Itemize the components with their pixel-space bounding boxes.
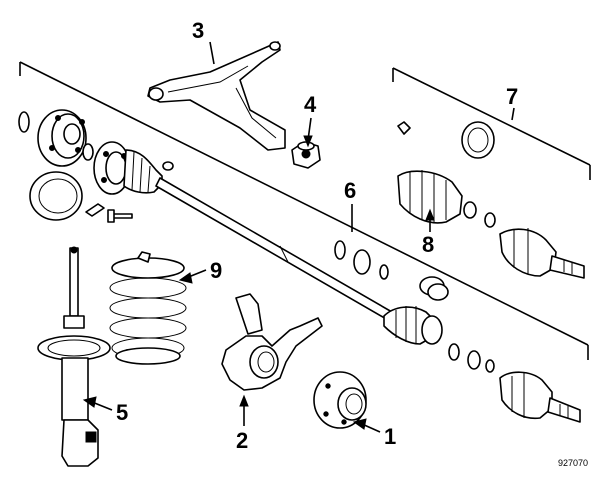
inner-cv-joint-left — [93, 141, 131, 195]
leader-lines — [82, 41, 515, 433]
outer-cv-joint-shaft-end — [383, 306, 443, 345]
callout-8: 8 — [422, 232, 434, 257]
lower-control-arm — [147, 41, 286, 151]
retaining-clip — [85, 203, 105, 217]
bolt — [107, 209, 133, 223]
callout-7: 7 — [506, 84, 518, 109]
callout-6: 6 — [344, 178, 356, 203]
cv-boot-kit — [397, 170, 463, 224]
snap-rings-lower — [448, 343, 495, 373]
axle-rings — [334, 240, 389, 280]
cv-kit-rings — [463, 201, 496, 228]
dust-seal-ring — [29, 171, 83, 221]
drive-axle-shaft — [155, 177, 393, 321]
callout-2: 2 — [236, 428, 248, 453]
callout-1: 1 — [384, 424, 396, 449]
catalog-number: 927070 — [558, 458, 588, 468]
cv-boot-clamp-small — [397, 121, 411, 135]
drive-flange — [18, 109, 94, 167]
callout-9: 9 — [210, 258, 222, 283]
axle-group-bracket — [19, 61, 589, 360]
callout-4: 4 — [304, 92, 317, 117]
cv-joint-group-bracket — [392, 67, 591, 180]
outer-cv-joint-upper — [499, 228, 585, 279]
steering-knuckle — [221, 293, 323, 391]
callout-3: 3 — [192, 18, 204, 43]
cv-boot-clamp-large — [461, 121, 495, 159]
coil-spring — [109, 251, 187, 365]
boot-clamp-middle — [419, 276, 449, 301]
ball-joint — [291, 141, 321, 169]
outer-cv-joint-lower — [499, 371, 581, 423]
wheel-hub — [313, 371, 367, 429]
strut-assembly — [37, 246, 111, 467]
callout-5: 5 — [116, 400, 128, 425]
